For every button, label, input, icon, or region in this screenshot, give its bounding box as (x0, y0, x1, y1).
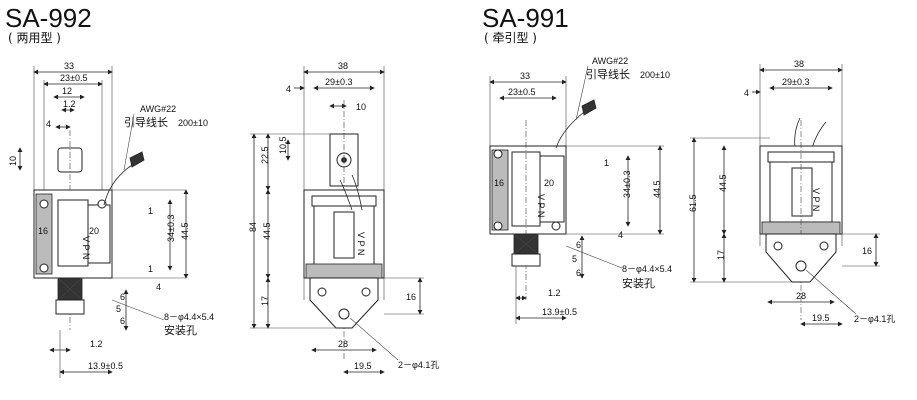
dim-label: 84 (248, 222, 258, 232)
wire-length-value: 200±10 (178, 118, 208, 128)
wire-awg: AWG#22 (592, 56, 628, 66)
dim-label: 5 (572, 254, 577, 264)
dim-label: 1 (604, 158, 609, 168)
wire-length-label: 引导线长 (124, 115, 168, 129)
dim-label: 10 (356, 102, 366, 112)
dim-label: 6 (576, 268, 581, 278)
dim-label: 1 (148, 264, 153, 274)
dim-label: 61.5 (688, 194, 698, 212)
dim-label: 16 (38, 226, 48, 236)
dim-label: 16 (406, 292, 416, 302)
dim-label: 38 (794, 59, 804, 69)
sa991-title: SA-991 (482, 3, 569, 33)
dim-label: 1.2 (90, 339, 103, 349)
dim-label: 34±0.3 (622, 171, 632, 198)
wire-awg: AWG#22 (140, 104, 176, 114)
hole-spec: 2－φ4.1孔 (854, 314, 895, 324)
dim-label: 4 (286, 84, 291, 94)
dim-label: 28 (338, 339, 348, 349)
sa991-front-view: 38 29±0.3 4 V P N 61.5 44.5 17 (688, 59, 895, 327)
mount-label: 安装孔 (164, 323, 197, 337)
dim-label: 17 (260, 296, 270, 306)
dim-label: 12 (62, 86, 72, 96)
dim-label: 10.5 (278, 136, 288, 154)
dim-label: 1 (148, 206, 153, 216)
dim-label: 38 (338, 61, 348, 71)
dim-label: 1.2 (548, 288, 561, 298)
sa992-side-view: 33 23±0.5 12 1.2 4 10 16 20 V P N (8, 61, 214, 378)
mount-spec: 8－φ4.4×5.4 (164, 312, 214, 322)
sa992-front-view: 38 29±0.3 4 10 V P N 84 22.5 (248, 61, 439, 375)
dim-label: 20 (89, 226, 99, 236)
sa991-type: ( 牵引型 ) (484, 31, 537, 45)
dim-label: 4 (744, 88, 749, 98)
coil-marks: V P N (81, 236, 91, 259)
dim-label: 13.9±0.5 (542, 307, 577, 317)
dim-label: 4 (46, 119, 51, 129)
sa991-side-view: 33 23±0.5 16 20 V P N AWG#22 引导线长 200±10… (489, 56, 672, 324)
dim-label: 44.5 (652, 180, 662, 198)
dim-label: 20 (544, 178, 554, 188)
dim-label: 19.5 (354, 361, 372, 371)
dim-label: 34±0.3 (166, 215, 176, 242)
dim-label: 23±0.5 (60, 73, 87, 83)
coil-marks: V P N (536, 194, 546, 217)
wire-length-label: 引导线长 (586, 67, 630, 81)
dim-label: 33 (520, 71, 530, 81)
dim-label: 16 (862, 246, 872, 256)
dim-label: 13.9±0.5 (88, 361, 123, 371)
coil-marks: V P N (811, 188, 821, 211)
dim-label: 44.5 (180, 222, 190, 240)
dim-label: 5 (116, 304, 121, 314)
dim-label: 29±0.3 (782, 77, 809, 87)
dim-label: 23±0.5 (508, 87, 535, 97)
dim-label: 28 (796, 291, 806, 301)
mount-spec: 8－φ4.4×5.4 (622, 264, 672, 274)
dim-label: 33 (64, 61, 74, 71)
dim-label: 29±0.3 (325, 77, 352, 87)
dim-label: 10 (8, 156, 18, 166)
dim-label: 6 (576, 240, 581, 250)
dim-label: 44.5 (262, 222, 272, 240)
dim-label: 19.5 (812, 313, 830, 323)
hole-spec: 2－φ4.1孔 (398, 360, 439, 370)
dim-label: 17 (716, 250, 726, 260)
dim-label: 22.5 (260, 146, 270, 164)
coil-marks: V P N (356, 232, 366, 255)
dim-label: 6 (120, 292, 125, 302)
dim-label: 16 (494, 178, 504, 188)
mount-label: 安装孔 (622, 276, 655, 290)
dim-label: 1.2 (63, 99, 76, 109)
dim-label: 4 (618, 230, 623, 240)
dim-label: 6 (120, 316, 125, 326)
sa992-title: SA-992 (5, 3, 92, 33)
dim-label: 4 (156, 282, 161, 292)
wire-length-value: 200±10 (640, 70, 670, 80)
sa992-type: ( 两用型 ) (8, 31, 61, 45)
dim-label: 44.5 (718, 174, 728, 192)
